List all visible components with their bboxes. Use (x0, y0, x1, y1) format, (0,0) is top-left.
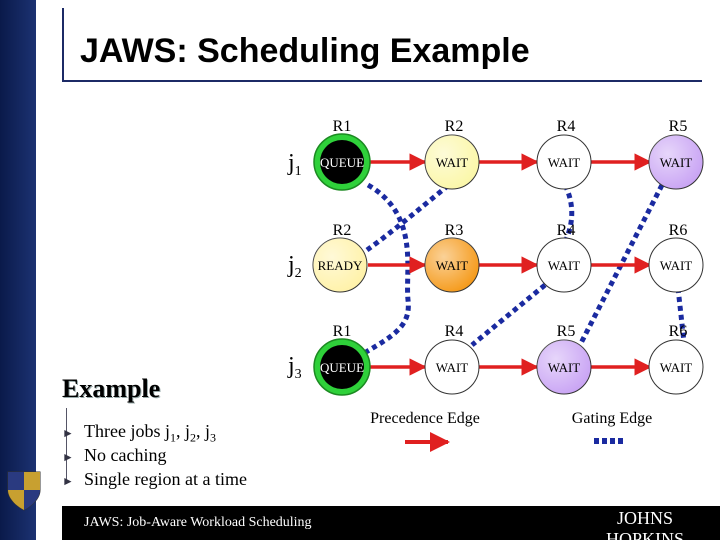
example-heading: Example (62, 374, 161, 403)
bullet-sep-1: , j (175, 421, 190, 441)
region-label: R2 (333, 222, 352, 239)
precedence-edges (368, 153, 652, 376)
job-label-j1: j1 (287, 150, 302, 179)
job-label-j3: j3 (287, 353, 302, 382)
gating-edge-j1r1-j3r1 (364, 182, 411, 355)
bullet-sep-2: , j (196, 421, 211, 441)
legend: Precedence Edge Gating Edge (370, 410, 652, 452)
svg-text:WAIT: WAIT (436, 258, 469, 273)
bullet-single-region-text: Single region at a time (84, 469, 247, 489)
node-j1-r4-wait: WAIT (536, 134, 592, 190)
logo-wordmark: JOHNS HOPKINS (605, 508, 684, 549)
region-label: R5 (557, 323, 576, 340)
svg-text:WAIT: WAIT (548, 258, 581, 273)
region-label: R4 (557, 222, 576, 239)
footer-bar: JAWS: Job-Aware Workload Scheduling JOHN… (62, 506, 720, 556)
gating-edge-j1r4-j2r4 (562, 183, 575, 244)
node-j3-r5-wait: WAIT (536, 339, 592, 395)
arrow-bullet-icon: ► (62, 426, 74, 440)
node-j2-r3-wait: WAIT (424, 237, 480, 293)
gating-edge-j2r6-j3r6 (675, 287, 687, 343)
bullet-no-caching: ► No caching (62, 445, 166, 466)
svg-text:WAIT: WAIT (436, 155, 469, 170)
bullet-rule (66, 408, 67, 484)
node-j3-r6-wait: WAIT (648, 339, 704, 395)
bullet-single-region: ► Single region at a time (62, 469, 247, 490)
bullet-sub-2: 2 (190, 430, 196, 445)
legend-precedence-label: Precedence Edge (370, 410, 480, 427)
bullet-sub-1: 1 (169, 430, 176, 445)
svg-text:WAIT: WAIT (660, 360, 693, 375)
logo-subtitle: UNIVERSITY (586, 550, 703, 556)
footer-title: JAWS: Job-Aware Workload Scheduling (84, 515, 312, 530)
svg-text:WAIT: WAIT (660, 258, 693, 273)
node-j2-r2-ready: READY (312, 237, 368, 293)
bullet-sub-3: 3 (210, 430, 217, 445)
region-label: R6 (669, 323, 688, 340)
region-label: R3 (445, 222, 464, 239)
node-j3-r1-queue: QUEUE (313, 338, 371, 396)
bullet-three-jobs: ►Three jobs j1, j2, j3 (62, 421, 216, 446)
svg-text:QUEUE: QUEUE (320, 360, 364, 375)
example-bullet-list: ►Three jobs j1, j2, j3 ►No caching ►Sing… (62, 408, 322, 492)
gating-edges (364, 178, 687, 355)
job-row-j3: QUEUE WAIT WAIT WAIT (313, 338, 704, 396)
node-j1-r5-wait: WAIT (648, 134, 704, 190)
node-j3-r4-wait: WAIT (424, 339, 480, 395)
region-label: R4 (445, 323, 464, 340)
svg-text:WAIT: WAIT (548, 360, 581, 375)
title-underline (62, 80, 702, 82)
region-label: R4 (557, 118, 576, 135)
university-seal-icon (7, 471, 41, 511)
region-label: R1 (333, 323, 352, 340)
svg-text:QUEUE: QUEUE (320, 155, 364, 170)
node-j2-r4-wait: WAIT (536, 237, 592, 293)
bullet-no-caching-text: No caching (84, 445, 167, 465)
node-j1-r2-wait: WAIT (424, 134, 480, 190)
scheduling-diagram: j1 j2 j3 R1 R2 R4 R5 R2 R3 R4 R6 R1 R4 R… (287, 118, 704, 452)
bullet-three-jobs-prefix: Three jobs j (84, 421, 170, 441)
region-labels: R1 R2 R4 R5 R2 R3 R4 R6 R1 R4 R5 R6 (333, 118, 688, 340)
region-label: R2 (445, 118, 464, 135)
job-row-j2: READY WAIT WAIT WAIT (312, 237, 704, 293)
node-j1-r1-queue: QUEUE (313, 133, 371, 191)
node-j2-r6-wait: WAIT (648, 237, 704, 293)
svg-text:WAIT: WAIT (660, 155, 693, 170)
job-label-j2: j2 (287, 252, 302, 281)
legend-gating-label: Gating Edge (572, 410, 652, 427)
arrow-bullet-icon: ► (62, 450, 74, 464)
svg-text:READY: READY (318, 258, 363, 273)
university-logo: JOHNS HOPKINS UNIVERSITY (580, 508, 710, 556)
job-row-j1: QUEUE WAIT WAIT WAIT (313, 133, 704, 191)
title-frame-vertical (62, 8, 64, 80)
svg-text:WAIT: WAIT (548, 155, 581, 170)
gating-edge-j1r5-j3r5 (577, 183, 665, 347)
region-label: R6 (669, 222, 688, 239)
svg-text:WAIT: WAIT (436, 360, 469, 375)
gating-edge-j2r4-j3r4 (470, 283, 547, 347)
page-title: JAWS: Scheduling Example (80, 32, 530, 70)
region-label: R5 (669, 118, 688, 135)
job-labels: j1 j2 j3 (287, 150, 302, 382)
region-label: R1 (333, 118, 352, 135)
title-area: JAWS: Scheduling Example (62, 8, 702, 92)
left-accent-bar (0, 0, 36, 540)
arrow-bullet-icon: ► (62, 474, 74, 488)
